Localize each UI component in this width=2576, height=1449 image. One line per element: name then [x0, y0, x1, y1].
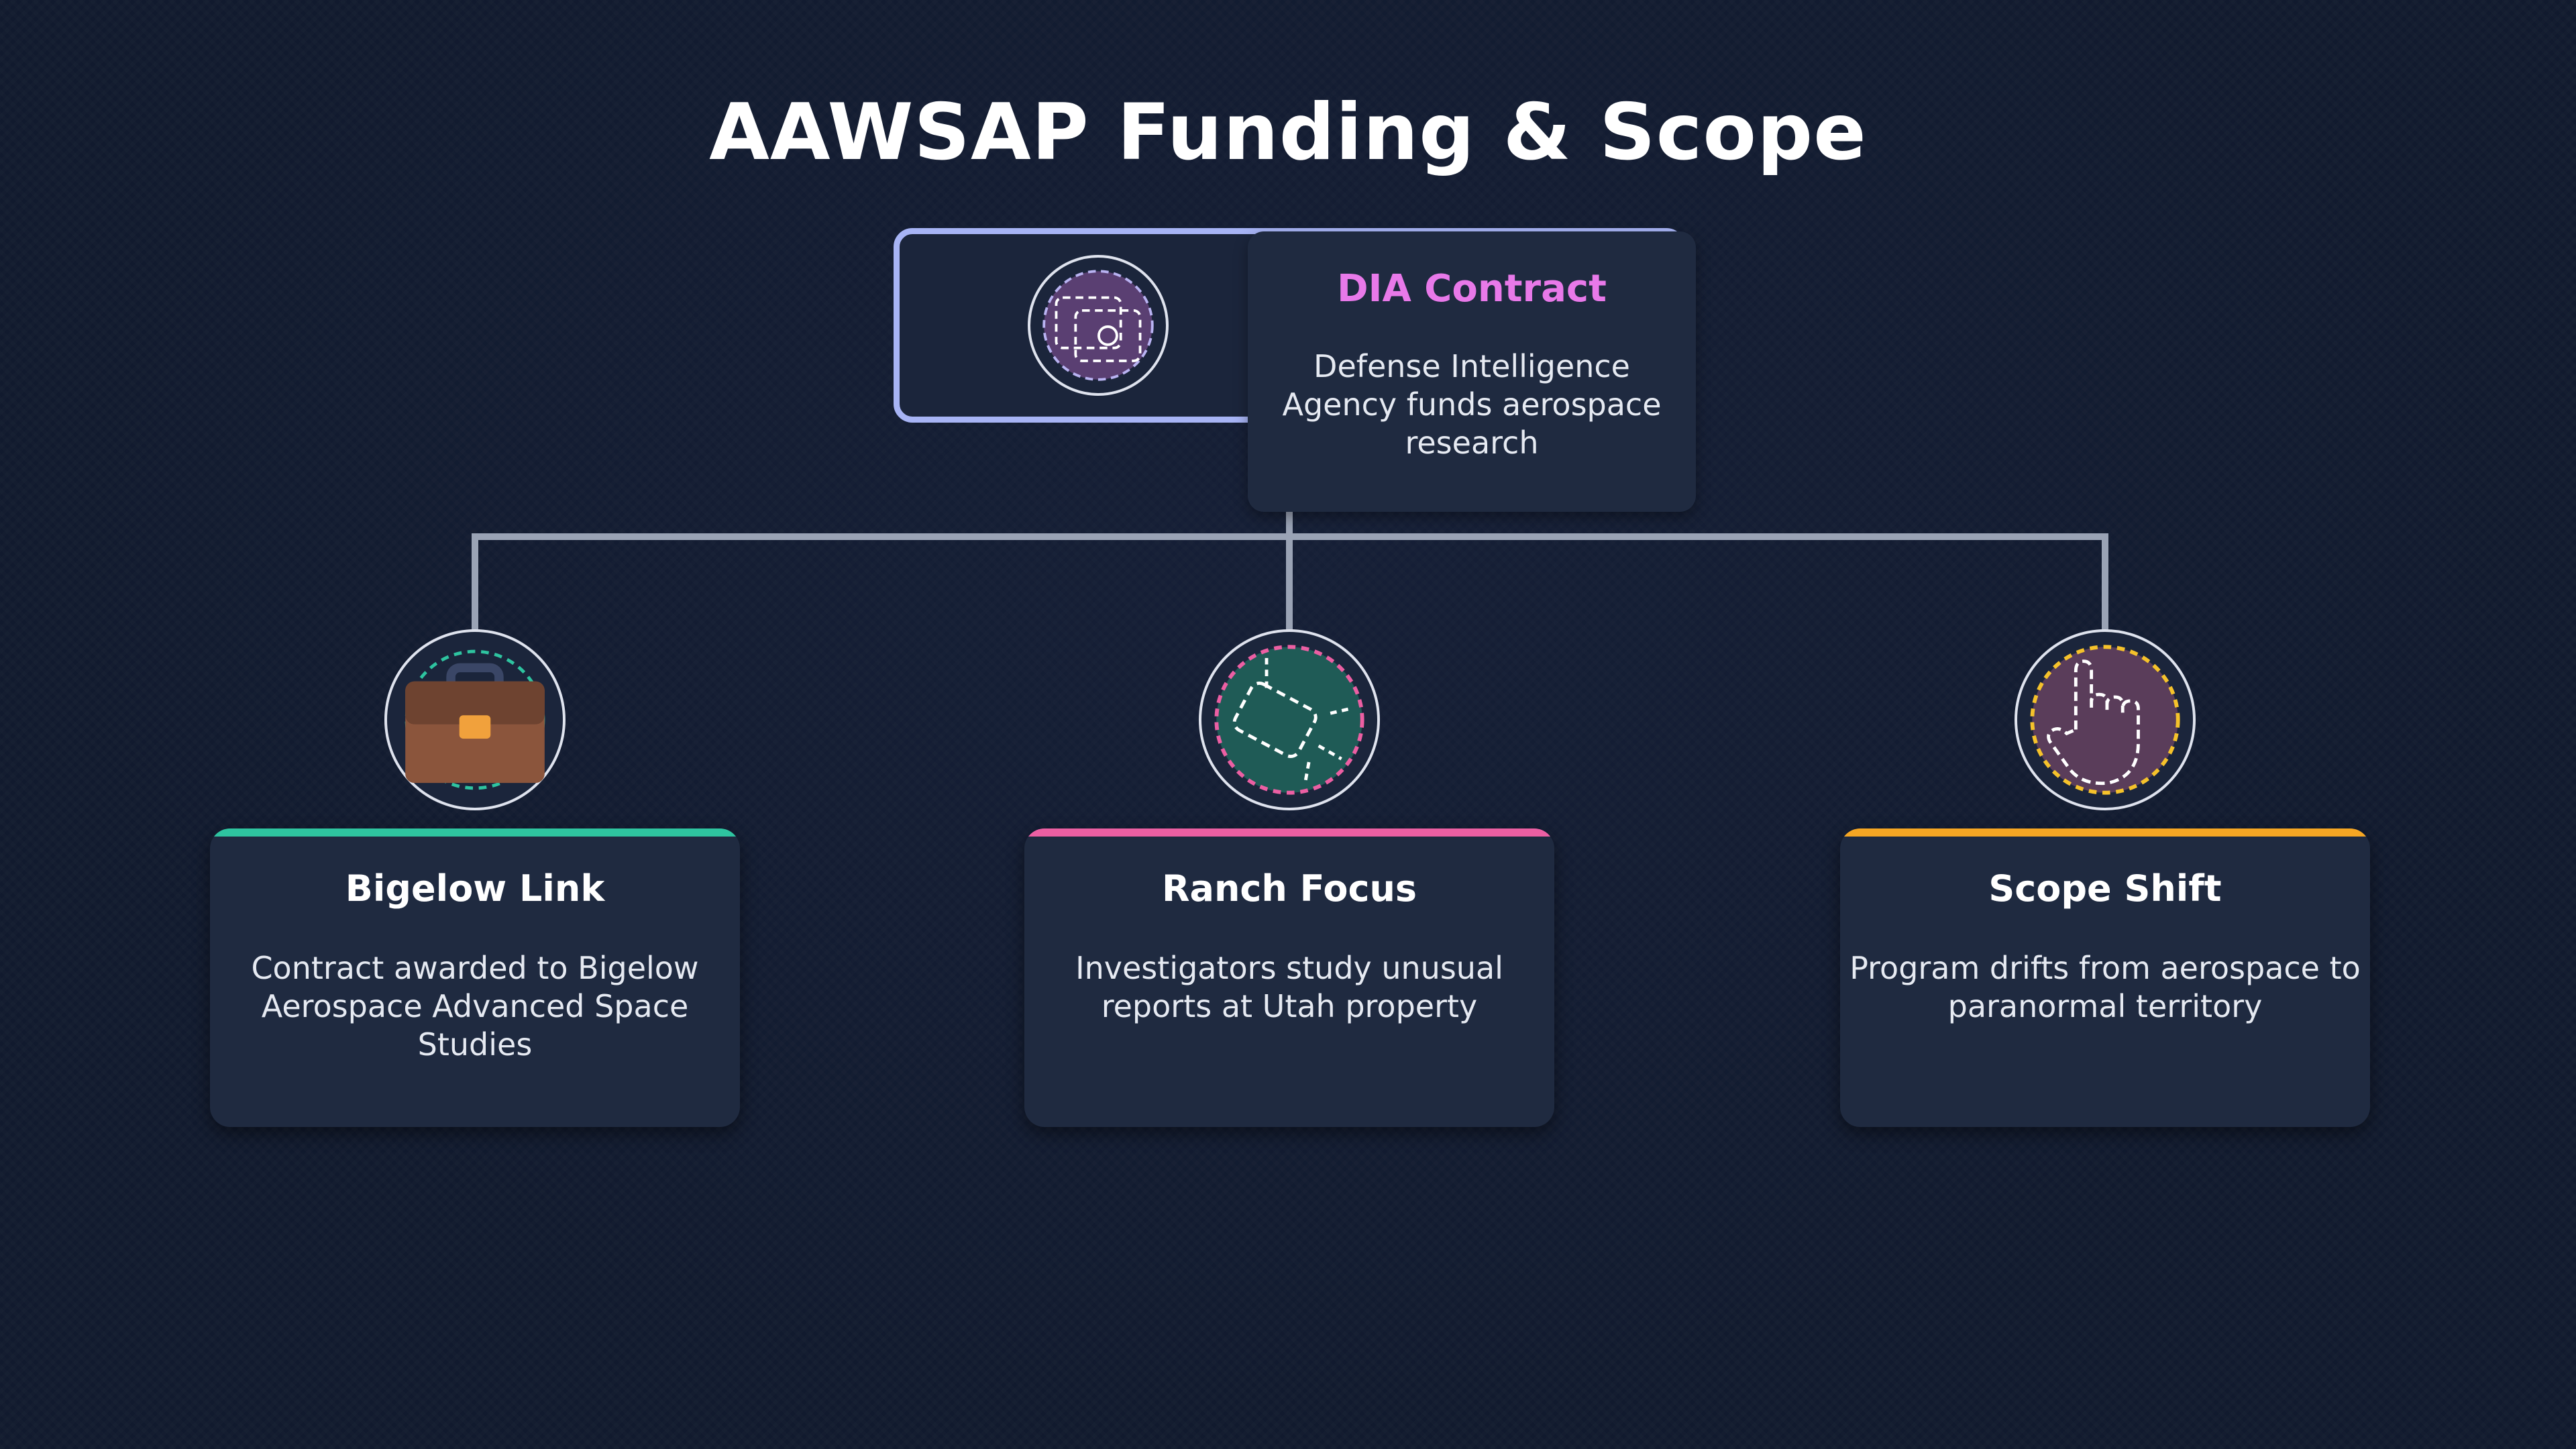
card-scope-shift[interactable]: Scope Shift Program drifts from aerospac… — [1840, 828, 2370, 1127]
card-accent-bar — [1840, 828, 2370, 837]
satellite-icon — [1199, 629, 1380, 810]
briefcase-icon — [384, 629, 566, 810]
card-title: Ranch Focus — [1161, 867, 1417, 910]
card-accent-bar — [210, 828, 740, 837]
pointing-hand-icon — [2015, 629, 2196, 810]
top-node-description: Defense Intelligence Agency funds aerosp… — [1282, 348, 1662, 461]
card-description: Investigators study unusual reports at U… — [1075, 950, 1503, 1024]
card-title: Bigelow Link — [345, 867, 605, 910]
card-description: Program drifts from aerospace to paranor… — [1849, 950, 2361, 1024]
card-bigelow-link[interactable]: Bigelow Link Contract awarded to Bigelow… — [210, 828, 740, 1127]
card-ranch-focus[interactable]: Ranch Focus Investigators study unusual … — [1024, 828, 1554, 1127]
wallet-icon — [1028, 255, 1169, 396]
card-title: Scope Shift — [1988, 867, 2222, 910]
diagram-title: AAWSAP Funding & Scope — [709, 87, 1867, 178]
top-node-heading: DIA Contract — [1337, 267, 1607, 311]
top-node-text-panel — [1248, 231, 1696, 512]
card-accent-bar — [1024, 828, 1554, 837]
card-description: Contract awarded to Bigelow Aerospace Ad… — [251, 950, 699, 1063]
